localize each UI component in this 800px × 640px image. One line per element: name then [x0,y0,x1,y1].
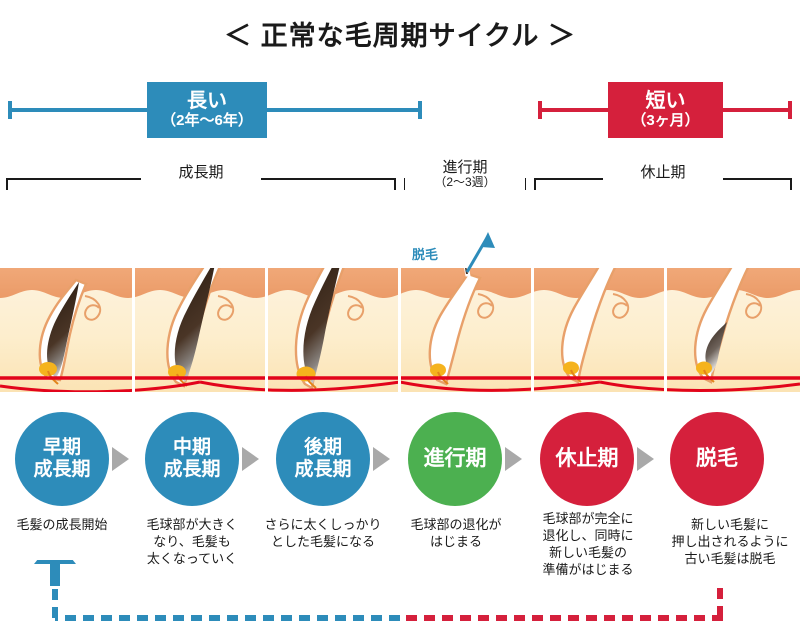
stage-circle-mid-anagen-line2: 成長期 [163,459,221,480]
stage-caption-early-anagen: 毛髪の成長開始 [0,516,124,533]
shedding-label: 脱毛 [412,247,439,262]
stage-circle-catagen-line1: 進行期 [423,447,487,471]
stage-circle-shedding[interactable]: 脱毛 [670,412,764,506]
stage-circle-mid-anagen[interactable]: 中期 成長期 [145,412,239,506]
stage-arrow-3-icon [373,447,390,471]
stage-circle-mid-anagen-line1: 中期 [172,437,211,459]
bracket-label-anagen-text: 成長期 [178,164,224,181]
follicle-panel-4 [428,268,495,386]
duration-badge-short-sub: （3ヶ月） [631,111,700,129]
caption-line: 毛球部が大きく [146,517,238,532]
duration-badge-long-sub: （2年〜6年） [161,111,253,129]
skin-cross-section-illustration [0,268,800,392]
stage-circle-late-anagen-line1: 後期 [303,437,342,459]
stage-arrow-4-icon [505,447,522,471]
caption-line: 古い毛髪は脱毛 [684,551,776,567]
caption-line: 新しい毛髪の [548,545,627,561]
stage-circle-late-anagen-line2: 成長期 [294,459,352,480]
stage-circle-late-anagen[interactable]: 後期 成長期 [276,412,370,506]
shedding-up-arrow-icon [465,232,495,273]
caption-line: 毛球部が完全に [542,511,634,526]
bracket-label-telogen-text: 休止期 [640,164,686,181]
caption-line: さらに太くしっかり [264,517,382,532]
duration-badge-short: 短い （3ヶ月） [608,82,723,138]
caption-line: 新しい毛髪に [690,517,769,532]
stage-circle-shedding-line1: 脱毛 [696,447,738,471]
duration-badge-long-label: 長い [187,90,227,113]
duration-bar-short-right-cap [788,101,792,119]
stage-caption-telogen: 毛球部が完全に 退化し、同時に 新しい毛髪の 準備がはじまる [527,510,649,579]
stage-arrow-5-icon [637,447,654,471]
follicle-panel-2 [166,268,235,388]
caption-line: なり、毛髪も [153,534,231,550]
stage-circle-telogen[interactable]: 休止期 [540,412,634,506]
bracket-label-catagen: 進行期 （2〜3週） [405,159,525,191]
skin-svg [0,268,800,392]
caption-line: 毛髪の成長開始 [16,517,108,532]
stage-circle-early-anagen-line2: 成長期 [33,459,91,480]
stage-arrow-2-icon [242,447,259,471]
bracket-label-catagen-sub: （2〜3週） [434,175,496,190]
duration-bar-long-right-cap [418,101,422,119]
caption-line: 毛球部の退化が [410,517,502,532]
stage-caption-late-anagen: さらに太くしっかり とした毛髪になる [256,516,390,550]
stage-arrow-1-icon [112,447,129,471]
caption-line: 押し出されるように [671,534,789,550]
cycle-loop-arrow-icon [0,538,800,640]
bracket-label-anagen: 成長期 [141,164,261,182]
caption-line: とした毛髪になる [270,534,375,550]
follicle-panel-6 [693,268,763,384]
bracket-label-telogen: 休止期 [603,164,723,182]
stage-caption-catagen: 毛球部の退化が はじまる [398,516,514,550]
cycle-loop-svg [34,538,723,621]
stage-circle-telogen-line1: 休止期 [555,447,619,471]
stage-caption-mid-anagen: 毛球部が大きく なり、毛髪も 太くなっていく [132,516,252,567]
caption-line: 退化し、同時に [542,528,634,544]
stage-circle-early-anagen[interactable]: 早期 成長期 [15,412,109,506]
stage-circle-early-anagen-line1: 早期 [42,437,81,459]
duration-badge-short-label: 短い [645,90,686,113]
stage-circle-catagen[interactable]: 進行期 [408,412,502,506]
bracket-label-catagen-text: 進行期 [442,159,488,176]
caption-line: 準備がはじまる [542,562,634,578]
follicle-panel-5 [560,268,630,384]
duration-badge-long: 長い （2年〜6年） [147,82,267,138]
page-title: ＜ 正常な毛周期サイクル ＞ [224,21,576,51]
caption-line: はじまる [429,534,482,550]
stage-caption-shedding: 新しい毛髪に 押し出されるように 古い毛髪は脱毛 [660,516,800,567]
caption-line: 太くなっていく [146,551,238,567]
